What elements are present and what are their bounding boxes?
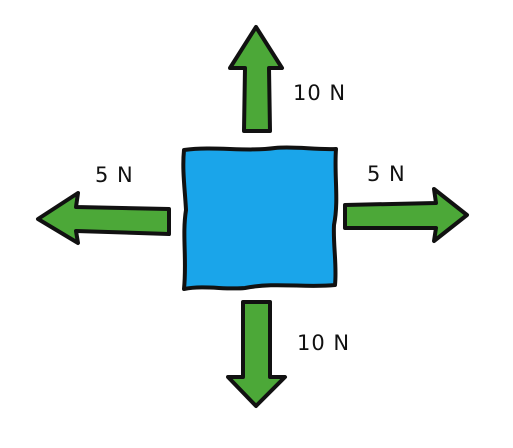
arrow-right xyxy=(343,187,469,243)
force-label-left: 5 N xyxy=(95,163,134,187)
arrow-up xyxy=(228,25,284,133)
force-label-right: 5 N xyxy=(367,162,406,186)
arrow-down xyxy=(226,300,287,408)
arrow-left xyxy=(36,191,171,245)
box xyxy=(181,145,339,291)
force-label-down: 10 N xyxy=(297,331,351,355)
force-label-up: 10 N xyxy=(293,81,347,105)
